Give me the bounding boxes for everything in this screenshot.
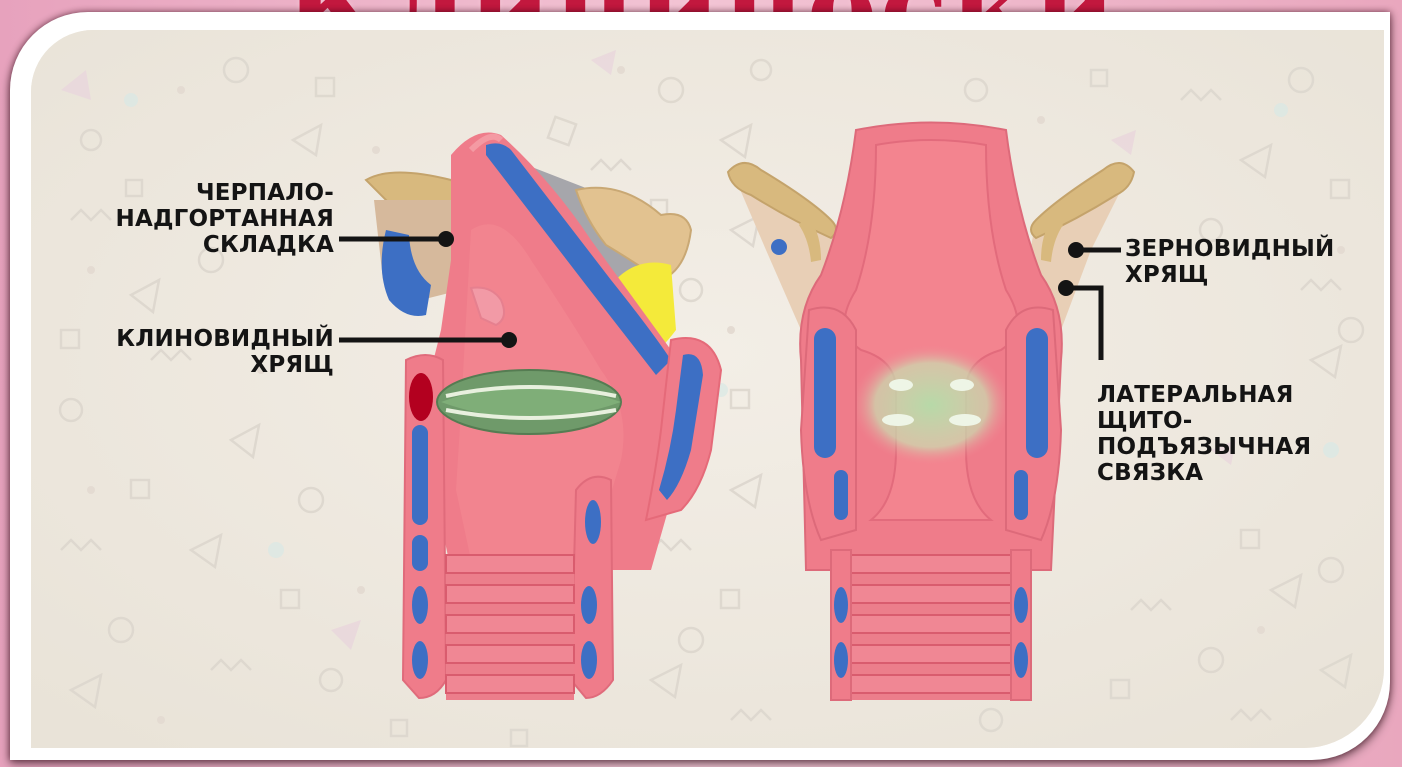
label-line: ЗЕРНОВИДНЫЙ	[1125, 236, 1335, 262]
label-lateral-thyrohyoid-ligament: ЛАТЕРАЛЬНАЯ ЩИТО- ПОДЪЯЗЫЧНАЯ СВЯЗКА	[1097, 382, 1311, 486]
label-line: ЩИТО-	[1097, 408, 1311, 434]
thyrohyoid-marker	[1058, 280, 1074, 296]
triticeous-marker	[1068, 242, 1084, 258]
aryepiglottic-fold-marker	[438, 231, 454, 247]
larynx-illustration: ЧЕРПАЛО- НАДГОРТАННАЯ СКЛАДКА КЛИНОВИДНЫ…	[31, 30, 1384, 748]
label-line: НАДГОРТАННАЯ	[116, 206, 335, 232]
label-line: СКЛАДКА	[116, 232, 335, 258]
label-line: КЛИНОВИДНЫЙ	[116, 326, 334, 352]
content-card: ЧЕРПАЛО- НАДГОРТАННАЯ СКЛАДКА КЛИНОВИДНЫ…	[10, 12, 1390, 760]
label-line: СВЯЗКА	[1097, 460, 1311, 486]
label-line: ХРЯЩ	[1125, 262, 1335, 288]
label-line: ЧЕРПАЛО-	[116, 180, 335, 206]
label-line: ЛАТЕРАЛЬНАЯ	[1097, 382, 1311, 408]
label-aryepiglottic-fold: ЧЕРПАЛО- НАДГОРТАННАЯ СКЛАДКА	[116, 180, 335, 258]
label-line: ПОДЪЯЗЫЧНАЯ	[1097, 434, 1311, 460]
label-line: ХРЯЩ	[116, 352, 334, 378]
label-triticeous-cartilage: ЗЕРНОВИДНЫЙ ХРЯЩ	[1125, 236, 1335, 288]
label-cuneiform-cartilage: КЛИНОВИДНЫЙ ХРЯЩ	[116, 326, 334, 378]
cuneiform-marker	[501, 332, 517, 348]
